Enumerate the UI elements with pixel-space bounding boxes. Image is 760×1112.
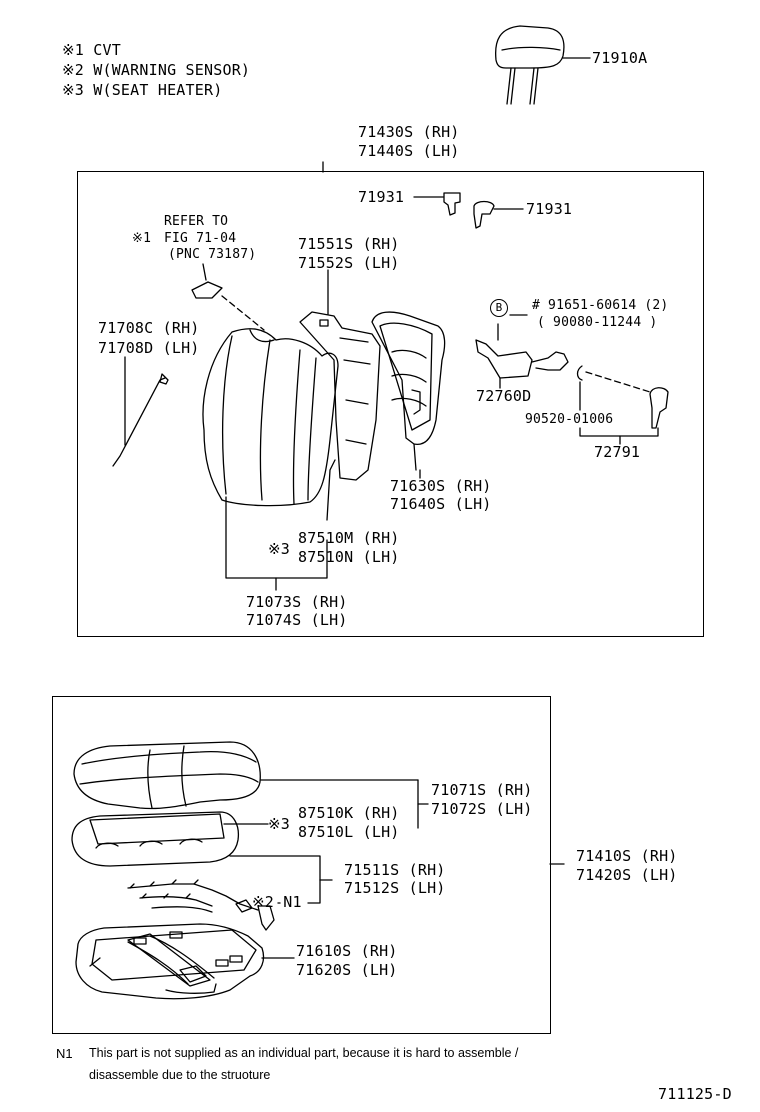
figure-code: 711125-D bbox=[658, 1085, 732, 1103]
part-label-bolt-alt: ( 90080-11244 ) bbox=[537, 315, 658, 330]
part-label-cushion-frame-lh: 71620S (LH) bbox=[296, 961, 398, 979]
part-label-cushion-cover-rh: 71071S (RH) bbox=[431, 781, 533, 799]
part-label-headrest: 71910A bbox=[592, 49, 648, 67]
legend-mark: ※3 bbox=[62, 81, 84, 99]
sensor-label: ※2 N1 bbox=[252, 894, 302, 911]
footnote-line-1: This part is not supplied as an individu… bbox=[89, 1046, 519, 1060]
part-label-cushion-pad-rh: 71511S (RH) bbox=[344, 861, 446, 879]
bolt-group: B bbox=[490, 298, 508, 317]
part-label-clip-2: 71931 bbox=[526, 200, 573, 218]
part-label-seatback-assy-lh: 71440S (LH) bbox=[358, 142, 460, 160]
part-label-seatback-assy-rh: 71430S (RH) bbox=[358, 123, 460, 141]
part-label-back-heater-lh: 87510N (LH) bbox=[298, 548, 400, 566]
heater-mark-back: ※3 bbox=[268, 540, 290, 558]
part-label-back-heater-rh: 87510M (RH) bbox=[298, 529, 400, 547]
legend-text: W(SEAT HEATER) bbox=[93, 81, 223, 99]
lumbar-drawing bbox=[475, 339, 569, 389]
sensor-harness-drawing bbox=[127, 879, 275, 931]
part-label-lumbar: 72760D bbox=[476, 387, 532, 405]
cushion-frame-drawing bbox=[75, 923, 265, 1000]
part-label-back-cover-rh: 71073S (RH) bbox=[246, 593, 348, 611]
footnote-line-2: disassemble due to the struoture bbox=[89, 1068, 271, 1082]
part-label-rod-rh: 71708C (RH) bbox=[98, 319, 200, 337]
legend-mark: ※2 bbox=[62, 61, 84, 79]
legend-item-2: ※2 W(WARNING SENSOR) bbox=[62, 62, 250, 79]
seatback-pad-drawing bbox=[299, 311, 381, 481]
legend-item-1: ※1 CVT bbox=[62, 42, 121, 59]
seatback-cover-drawing bbox=[202, 328, 339, 507]
bolt-circle-mark: B bbox=[490, 299, 508, 317]
refer-fig-label: FIG 71-04 bbox=[164, 231, 237, 246]
legend-text: W(WARNING SENSOR) bbox=[93, 61, 251, 79]
footnote-mark: N1 bbox=[56, 1046, 73, 1061]
cushion-cover-drawing bbox=[73, 741, 261, 810]
refer-mark: ※1 bbox=[132, 231, 152, 246]
part-label-cushion-heater-rh: 87510K (RH) bbox=[298, 804, 400, 822]
part-label-cushion-heater-lh: 87510L (LH) bbox=[298, 823, 400, 841]
rod-drawing bbox=[112, 356, 169, 467]
part-label-spring: 90520-01006 bbox=[525, 412, 614, 427]
cushion-heater-drawing bbox=[89, 813, 225, 845]
part-label-cushion-cover-lh: 71072S (LH) bbox=[431, 800, 533, 818]
part-label-cushion-assy-lh: 71420S (LH) bbox=[576, 866, 678, 884]
part-label-back-cover-lh: 71074S (LH) bbox=[246, 611, 348, 629]
seatback-assembly-box bbox=[77, 171, 704, 637]
part-label-cushion-pad-lh: 71512S (LH) bbox=[344, 879, 446, 897]
headrest-drawing bbox=[494, 25, 591, 105]
seatback-frame-drawing bbox=[371, 311, 446, 471]
lever-drawing bbox=[649, 387, 669, 429]
clip-drawings bbox=[413, 192, 524, 229]
refer-pnc-label: (PNC 73187) bbox=[168, 247, 257, 262]
heater-mark-cushion: ※3 bbox=[268, 815, 290, 833]
part-label-cushion-frame-rh: 71610S (RH) bbox=[296, 942, 398, 960]
part-label-clip-1: 71931 bbox=[358, 188, 405, 206]
part-label-back-frame-lh: 71640S (LH) bbox=[390, 495, 492, 513]
legend-item-3: ※3 W(SEAT HEATER) bbox=[62, 82, 222, 99]
refer-to-label: REFER TO bbox=[164, 214, 229, 229]
part-label-back-pad-rh: 71551S (RH) bbox=[298, 235, 400, 253]
part-label-bolt: # 91651-60614 (2) bbox=[532, 298, 669, 313]
cushion-assembly-box bbox=[52, 696, 551, 1034]
part-label-lever: 72791 bbox=[594, 443, 641, 461]
sensor-mark: ※2 bbox=[252, 893, 274, 911]
legend-text: CVT bbox=[93, 41, 121, 59]
part-label-cushion-assy-rh: 71410S (RH) bbox=[576, 847, 678, 865]
part-label-back-frame-rh: 71630S (RH) bbox=[390, 477, 492, 495]
part-label-rod-lh: 71708D (LH) bbox=[98, 339, 200, 357]
sensor-note: N1 bbox=[283, 893, 302, 911]
cushion-pad-drawing bbox=[71, 811, 240, 867]
legend-mark: ※1 bbox=[62, 41, 84, 59]
part-label-back-pad-lh: 71552S (LH) bbox=[298, 254, 400, 272]
